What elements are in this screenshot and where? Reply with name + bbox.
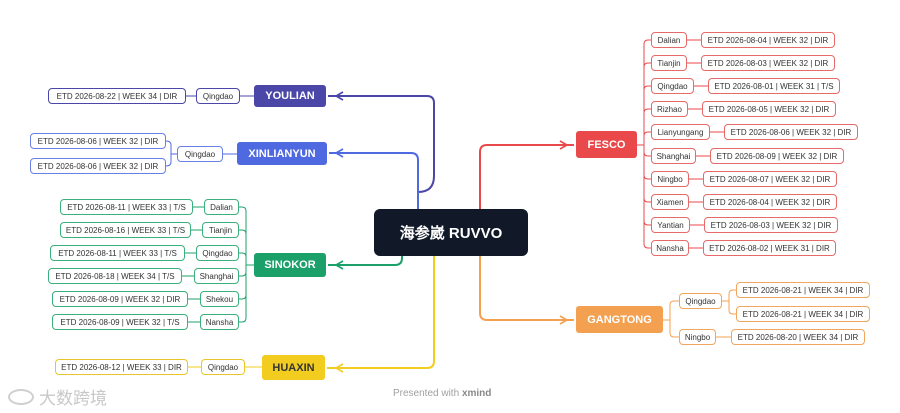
connector-line bbox=[643, 145, 651, 249]
etd-entry[interactable]: ETD 2026-08-06 | WEEK 32 | DIR bbox=[724, 124, 858, 140]
connector-arrow bbox=[559, 315, 569, 325]
connector-line bbox=[239, 265, 247, 323]
port-nansha[interactable]: Nansha bbox=[651, 240, 689, 256]
watermark: 大数跨境 bbox=[8, 384, 107, 409]
port-qingdao[interactable]: Qingdao bbox=[651, 78, 694, 94]
etd-entry[interactable]: ETD 2026-08-16 | WEEK 33 | T/S bbox=[60, 222, 191, 238]
etd-entry[interactable]: ETD 2026-08-05 | WEEK 32 | DIR bbox=[702, 101, 836, 117]
connector-line bbox=[643, 145, 651, 157]
connector-line bbox=[643, 108, 651, 145]
etd-entry[interactable]: ETD 2026-08-11 | WEEK 33 | T/S bbox=[60, 199, 193, 215]
port-rizhao[interactable]: Rizhao bbox=[651, 101, 688, 117]
port-ningbo[interactable]: Ningbo bbox=[651, 171, 689, 187]
port-qingdao[interactable]: Qingdao bbox=[177, 146, 223, 162]
etd-entry[interactable]: ETD 2026-08-03 | WEEK 32 | DIR bbox=[701, 55, 835, 71]
port-yantian[interactable]: Yantian bbox=[651, 217, 690, 233]
etd-entry[interactable]: ETD 2026-08-18 | WEEK 34 | T/S bbox=[48, 268, 182, 284]
watermark-logo-icon bbox=[8, 388, 34, 405]
etd-entry[interactable]: ETD 2026-08-04 | WEEK 32 | DIR bbox=[701, 32, 835, 48]
port-qingdao[interactable]: Qingdao bbox=[679, 293, 722, 309]
port-ningbo[interactable]: Ningbo bbox=[679, 329, 716, 345]
carrier-xinlianyun[interactable]: XINLIANYUN bbox=[237, 142, 327, 165]
connector-line bbox=[329, 152, 419, 209]
etd-entry[interactable]: ETD 2026-08-02 | WEEK 31 | DIR bbox=[703, 240, 836, 256]
connector-line bbox=[479, 144, 574, 209]
connector-arrow bbox=[334, 148, 344, 158]
connector-line bbox=[643, 62, 651, 145]
etd-entry[interactable]: ETD 2026-08-09 | WEEK 32 | DIR bbox=[52, 291, 188, 307]
port-tianjin[interactable]: Tianjin bbox=[651, 55, 687, 71]
carrier-fesco[interactable]: FESCO bbox=[576, 131, 637, 158]
watermark-text: 大数跨境 bbox=[39, 389, 107, 408]
connector-line bbox=[669, 300, 679, 320]
connector-line bbox=[643, 131, 651, 145]
etd-entry[interactable]: ETD 2026-08-01 | WEEK 31 | T/S bbox=[708, 78, 840, 94]
carrier-huaxin[interactable]: HUAXIN bbox=[262, 355, 325, 380]
etd-entry[interactable]: ETD 2026-08-21 | WEEK 34 | DIR bbox=[736, 282, 870, 298]
etd-entry[interactable]: ETD 2026-08-09 | WEEK 32 | T/S bbox=[52, 314, 188, 330]
connector-arrow bbox=[559, 140, 569, 150]
central-topic[interactable]: 海参崴 RUVVO bbox=[374, 209, 528, 256]
connector-line bbox=[239, 252, 247, 265]
connector-line bbox=[643, 85, 651, 145]
etd-entry[interactable]: ETD 2026-08-06 | WEEK 32 | DIR bbox=[30, 158, 166, 174]
etd-entry[interactable]: ETD 2026-08-03 | WEEK 32 | DIR bbox=[704, 217, 838, 233]
footer-credit: Presented with xmind bbox=[393, 388, 491, 399]
connector-line bbox=[728, 301, 736, 315]
port-tianjin[interactable]: Tianjin bbox=[202, 222, 239, 238]
connector-line bbox=[165, 140, 177, 155]
connector-line bbox=[669, 320, 679, 338]
connector-line bbox=[239, 265, 247, 277]
port-shekou[interactable]: Shekou bbox=[200, 291, 239, 307]
port-qingdao[interactable]: Qingdao bbox=[201, 359, 245, 375]
carrier-gangtong[interactable]: GANGTONG bbox=[576, 306, 663, 333]
connector-line bbox=[327, 256, 435, 369]
connector-line bbox=[479, 256, 574, 321]
port-qingdao[interactable]: Qingdao bbox=[196, 245, 239, 261]
port-shanghai[interactable]: Shanghai bbox=[194, 268, 239, 284]
connector-line bbox=[643, 145, 651, 203]
connector-line bbox=[643, 145, 651, 226]
connector-line bbox=[722, 289, 736, 302]
etd-entry[interactable]: ETD 2026-08-07 | WEEK 32 | DIR bbox=[703, 171, 837, 187]
connector-line bbox=[165, 154, 172, 167]
connector-line bbox=[643, 39, 651, 145]
port-lianyungang[interactable]: Lianyungang bbox=[651, 124, 710, 140]
carrier-sinokor[interactable]: SINOKOR bbox=[254, 253, 326, 277]
connector-arrow bbox=[334, 363, 344, 373]
connector-line bbox=[239, 206, 247, 265]
etd-entry[interactable]: ETD 2026-08-11 | WEEK 33 | T/S bbox=[50, 245, 185, 261]
port-qingdao[interactable]: Qingdao bbox=[196, 88, 240, 104]
xmind-brand: xmind bbox=[461, 388, 492, 399]
etd-entry[interactable]: ETD 2026-08-12 | WEEK 33 | DIR bbox=[55, 359, 188, 375]
etd-entry[interactable]: ETD 2026-08-04 | WEEK 32 | DIR bbox=[703, 194, 837, 210]
connector-line bbox=[239, 229, 247, 265]
etd-entry[interactable]: ETD 2026-08-21 | WEEK 34 | DIR bbox=[736, 306, 870, 322]
connector-line bbox=[328, 95, 435, 209]
connector-line bbox=[239, 265, 247, 300]
port-xiamen[interactable]: Xiamen bbox=[651, 194, 689, 210]
port-dalian[interactable]: Dalian bbox=[651, 32, 687, 48]
connector-arrow bbox=[334, 260, 344, 270]
connector-line bbox=[643, 145, 651, 180]
connector-arrow bbox=[334, 91, 344, 101]
port-dalian[interactable]: Dalian bbox=[204, 199, 239, 215]
carrier-youlian[interactable]: YOULIAN bbox=[254, 85, 326, 107]
etd-entry[interactable]: ETD 2026-08-22 | WEEK 34 | DIR bbox=[48, 88, 186, 104]
port-nansha[interactable]: Nansha bbox=[200, 314, 239, 330]
etd-entry[interactable]: ETD 2026-08-20 | WEEK 34 | DIR bbox=[731, 329, 865, 345]
footer-prefix: Presented with bbox=[393, 388, 460, 399]
etd-entry[interactable]: ETD 2026-08-06 | WEEK 32 | DIR bbox=[30, 133, 166, 149]
etd-entry[interactable]: ETD 2026-08-09 | WEEK 32 | DIR bbox=[710, 148, 844, 164]
port-shanghai[interactable]: Shanghai bbox=[651, 148, 696, 164]
connector-line bbox=[328, 256, 403, 266]
